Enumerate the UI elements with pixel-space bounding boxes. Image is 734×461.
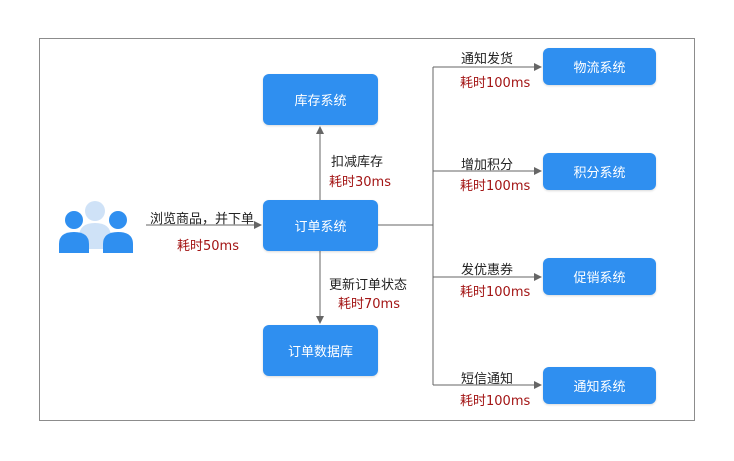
diagram-frame — [39, 38, 695, 421]
label-sms: 短信通知 — [461, 372, 514, 387]
users-icon — [59, 201, 133, 253]
cost-browse: 耗时50ms — [177, 239, 239, 254]
label-browse: 浏览商品，并下单 — [150, 212, 255, 227]
cost-sms: 耗时100ms — [460, 394, 531, 409]
label-coupon: 发优惠券 — [461, 263, 514, 278]
cost-coupon: 耗时100ms — [460, 285, 531, 300]
cost-ship: 耗时100ms — [460, 76, 531, 91]
node-notify: 通知系统 — [543, 367, 656, 404]
cost-deduct: 耗时30ms — [329, 175, 391, 190]
cost-update: 耗时70ms — [338, 297, 400, 312]
label-points: 增加积分 — [461, 158, 514, 173]
node-inventory: 库存系统 — [263, 74, 378, 125]
label-deduct: 扣减库存 — [331, 155, 384, 170]
node-order: 订单系统 — [263, 200, 378, 251]
node-logistics: 物流系统 — [543, 48, 656, 85]
node-promotion: 促销系统 — [543, 258, 656, 295]
node-points: 积分系统 — [543, 153, 656, 190]
label-update: 更新订单状态 — [329, 278, 408, 293]
label-ship: 通知发货 — [461, 52, 514, 67]
cost-points: 耗时100ms — [460, 179, 531, 194]
node-order-db: 订单数据库 — [263, 325, 378, 376]
